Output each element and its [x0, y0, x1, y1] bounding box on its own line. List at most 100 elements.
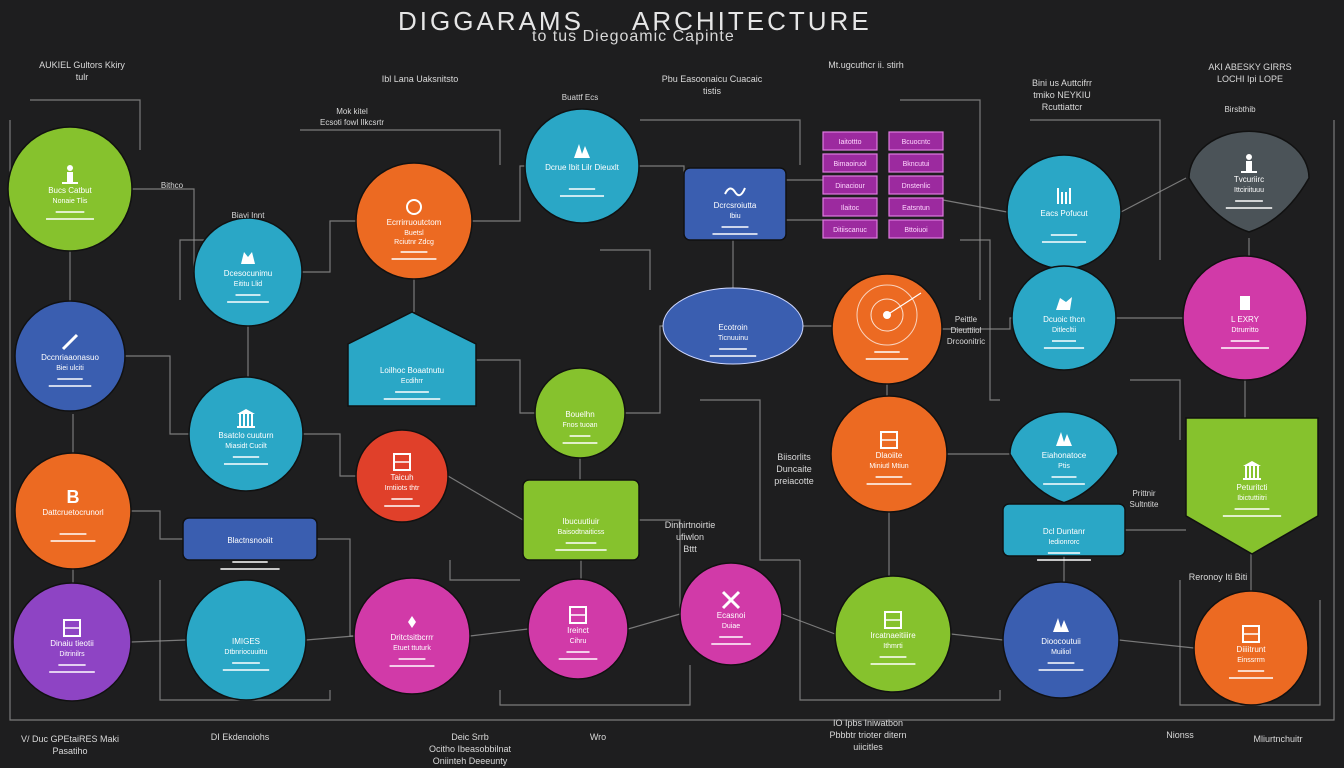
node-shape	[831, 273, 943, 385]
node-label: Blactnsnooiit	[227, 536, 273, 545]
text-line	[58, 664, 86, 666]
node-sublabel: Fnos tuoan	[562, 422, 597, 429]
node-label: Bsatclo cuuturn	[218, 431, 273, 440]
node-shape	[1002, 581, 1120, 699]
text-line	[1038, 669, 1084, 671]
text-line	[1237, 670, 1265, 672]
node-shape	[12, 582, 132, 702]
node-sublabel: Ptis	[1058, 463, 1070, 470]
annotation-text: Peittle	[955, 315, 978, 324]
text-line	[1228, 677, 1274, 679]
node-shape	[1011, 265, 1117, 371]
text-line	[227, 301, 269, 303]
text-line	[874, 351, 900, 353]
table-cell[interactable]: Ditiiscanuc	[822, 219, 878, 239]
table-cell[interactable]: Dinaciour	[822, 175, 878, 195]
pen-icon	[61, 333, 79, 351]
annotation-a8: Buattf Ecs	[562, 93, 598, 102]
node-sublabel: Ecdihrr	[401, 378, 424, 385]
node-sublabel: Ditrinilrs	[59, 651, 85, 658]
node-sublabel: Etuet ttuturk	[393, 645, 431, 652]
table-cell-text: Iaitottto	[839, 139, 862, 146]
node-shape	[534, 367, 626, 459]
table-cell[interactable]: Eatsntun	[888, 197, 944, 217]
connector-line	[472, 165, 525, 222]
annotation-text: Biisorlits	[777, 452, 811, 462]
table-cell[interactable]: Bcuocntc	[888, 131, 944, 151]
table-cell[interactable]: Bimaoiruol	[822, 153, 878, 173]
node-label: Dlaoiite	[876, 451, 903, 460]
table-cell[interactable]: Ilaitoc	[822, 197, 878, 217]
annotation-text: Nionss	[1166, 730, 1194, 740]
node-sublabel: Ditlecltii	[1052, 327, 1077, 334]
table-cell-text: Dnstenlic	[902, 183, 931, 190]
text-line	[870, 663, 916, 665]
table-cell[interactable]: Bttoiuoi	[888, 219, 944, 239]
box-icon	[880, 431, 898, 449]
node-n18[interactable]: Eacs Pofucut	[1006, 154, 1122, 270]
node-shape	[14, 300, 126, 412]
subtitle: to tus Diegoamic Capinte	[532, 28, 735, 45]
text-line	[568, 188, 596, 190]
text-line	[1047, 662, 1075, 664]
target-icon	[856, 284, 922, 346]
node-n4[interactable]: Dcrue Ibit Lilr Dieuxlt	[524, 108, 640, 224]
node-sublabel: Rciutnr Zdcg	[394, 239, 434, 246]
annotation-text: Ecsoti fowl Ilkcsrtr	[320, 118, 384, 127]
annotation-text: Ocitho Ibeasobbilnat	[429, 744, 512, 754]
table-cell-text: Ditiiscanuc	[833, 227, 867, 234]
wave-icon	[724, 187, 746, 197]
table-cell[interactable]: Bkncutui	[888, 153, 944, 173]
node-shape	[527, 578, 629, 680]
node-shape	[1193, 590, 1309, 706]
node-r4[interactable]: Blactnsnooiit	[182, 517, 318, 570]
table-cell[interactable]: Iaitottto	[822, 131, 878, 151]
node-sublabel: Dtbnriocuuittu	[224, 649, 267, 656]
title-right: ARCHITECTURE	[632, 6, 872, 36]
node-n15[interactable]	[831, 273, 943, 385]
node-sublabel: Duiae	[722, 623, 740, 630]
bars-icon	[1057, 188, 1071, 204]
table-cell[interactable]: Dnstenlic	[888, 175, 944, 195]
node-label: Dinaiu tieotii	[50, 639, 94, 648]
text-line	[709, 355, 757, 357]
node-sublabel: Ittciriituuu	[1234, 187, 1264, 194]
annotation-text: Sultntite	[1130, 500, 1159, 509]
node-sublabel: Miasidt Cucilt	[225, 443, 267, 450]
node-sublabel: Dtrurritto	[1231, 327, 1258, 334]
text-line	[865, 358, 909, 360]
pillars-icon	[237, 409, 255, 428]
annotation-text: Dinhirtnoirtie	[665, 520, 716, 530]
annotation-a2: Ibl Lana Uaksnitsto	[382, 74, 459, 84]
annotation-text: Wro	[590, 732, 606, 742]
